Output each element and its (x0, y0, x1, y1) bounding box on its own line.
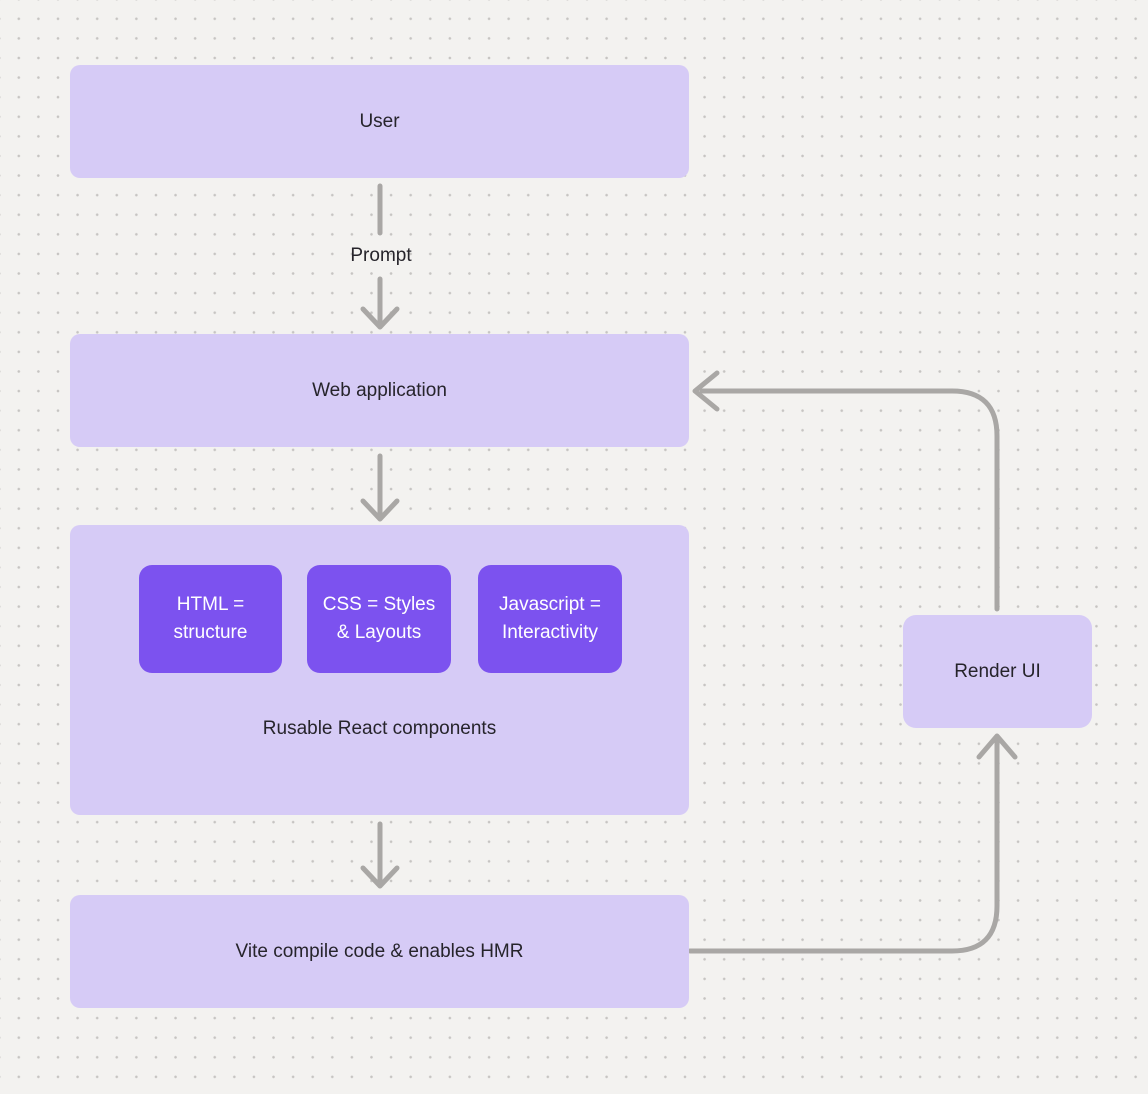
node-vite-label: Vite compile code & enables HMR (235, 940, 524, 962)
connector-line (699, 388, 1000, 612)
node-render-ui: Render UI (903, 615, 1092, 728)
node-javascript-label-line2: Interactivity (501, 622, 599, 643)
node-web-application: Web application (70, 334, 689, 447)
arrowhead-down-icon (360, 865, 400, 889)
node-render-ui-label: Render UI (954, 660, 1041, 682)
arrowhead-up-icon (976, 733, 1018, 760)
node-vite: Vite compile code & enables HMR (70, 895, 689, 1008)
node-components-group: HTML = structure CSS = Styles & Layouts … (70, 525, 689, 815)
arrow-webapp-to-components (360, 453, 400, 522)
node-user: User (70, 65, 689, 178)
connector-line (687, 738, 1000, 954)
node-css-label-line1: CSS = Styles (322, 594, 436, 615)
arrowhead-down-icon (360, 498, 400, 522)
node-html-label-line2: structure (173, 622, 248, 643)
node-web-application-label: Web application (312, 379, 447, 401)
node-user-label: User (359, 110, 400, 132)
node-css-label-line2: & Layouts (336, 622, 422, 643)
node-javascript-label-line1: Javascript = (499, 594, 601, 615)
node-css: CSS = Styles & Layouts (307, 565, 451, 673)
components-group-caption: Rusable React components (262, 718, 497, 739)
arrow-renderui-to-webapp (692, 370, 1000, 612)
arrowhead-down-icon (360, 306, 400, 330)
arrow-vite-to-renderui (687, 733, 1018, 954)
node-html: HTML = structure (139, 565, 282, 673)
node-javascript: Javascript = Interactivity (478, 565, 622, 673)
edge-label-prompt: Prompt (350, 245, 412, 266)
node-html-label-line1: HTML = (176, 594, 245, 615)
arrowhead-left-icon (692, 370, 720, 412)
arrow-components-to-vite (360, 821, 400, 889)
